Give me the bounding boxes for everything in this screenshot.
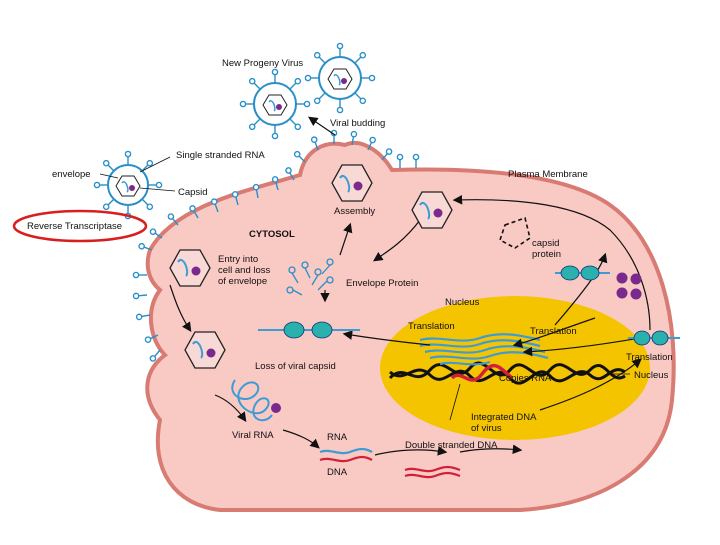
virus-outside-envelope — [93, 150, 163, 220]
label-new-progeny-virus: New Progeny Virus — [222, 58, 303, 69]
label-viral-budding: Viral budding — [330, 118, 385, 129]
label-single-stranded-rna: Single stranded RNA — [176, 150, 265, 161]
virus-progeny-1 — [239, 68, 311, 140]
leader-lines — [99, 156, 630, 421]
label-translation-right: Translation — [626, 352, 673, 363]
label-entry-1: Entry into — [218, 254, 258, 265]
label-integrated-dna-1: Integrated DNA — [471, 412, 537, 423]
rna-dna-strands — [319, 447, 461, 479]
label-reverse-transcriptase: Reverse Transcriptase — [27, 221, 122, 232]
label-entry-2: cell and loss — [218, 265, 271, 276]
reverse-transcriptase-highlight — [12, 209, 148, 243]
viral-rna-tangle — [231, 379, 281, 422]
label-envelope-protein: Envelope Protein — [346, 278, 418, 289]
hexagon-entry — [169, 249, 211, 287]
hexagon-right — [411, 191, 453, 229]
label-cytosol: CYTOSOL — [249, 229, 295, 240]
virus-progeny-2 — [304, 42, 376, 114]
label-capsid-protein-2: protein — [532, 249, 561, 260]
label-translation-center: Translation — [530, 326, 577, 337]
label-capsid-protein-1: capsid — [532, 238, 559, 249]
flow-arrows — [169, 116, 651, 456]
label-rna: RNA — [327, 432, 348, 443]
label-double-stranded-dna: Double stranded DNA — [405, 440, 498, 451]
purple-proteins — [616, 272, 642, 300]
label-nucleus-top: Nucleus — [445, 297, 480, 308]
label-loss-of-viral-capsid: Loss of viral capsid — [255, 361, 336, 372]
hexagon-loss — [184, 331, 226, 369]
hexagon-assembly — [331, 164, 373, 202]
label-capsid: Capsid — [178, 187, 208, 198]
integrated-dna-helix — [388, 361, 626, 385]
label-nucleus-right: Nucleus — [634, 370, 669, 381]
capsid-protein-pentagon — [499, 216, 531, 249]
label-dna: DNA — [327, 467, 348, 478]
nucleus — [380, 296, 650, 440]
label-assembly: Assembly — [334, 206, 375, 217]
label-plasma-membrane: Plasma Membrane — [508, 169, 588, 180]
ribosome-upper-right — [555, 265, 610, 281]
label-translation-left: Translation — [408, 321, 455, 332]
envelope-protein-cluster — [286, 258, 334, 296]
label-viral-rna: Viral RNA — [232, 430, 274, 441]
label-integrated-dna-2: of virus — [471, 423, 502, 434]
ribosome-center-left — [258, 321, 360, 339]
label-copies-rna: Copies RNA — [499, 373, 552, 384]
label-envelope: envelope — [52, 169, 91, 180]
label-entry-3: of envelope — [218, 276, 267, 287]
ribosome-right — [628, 330, 680, 346]
